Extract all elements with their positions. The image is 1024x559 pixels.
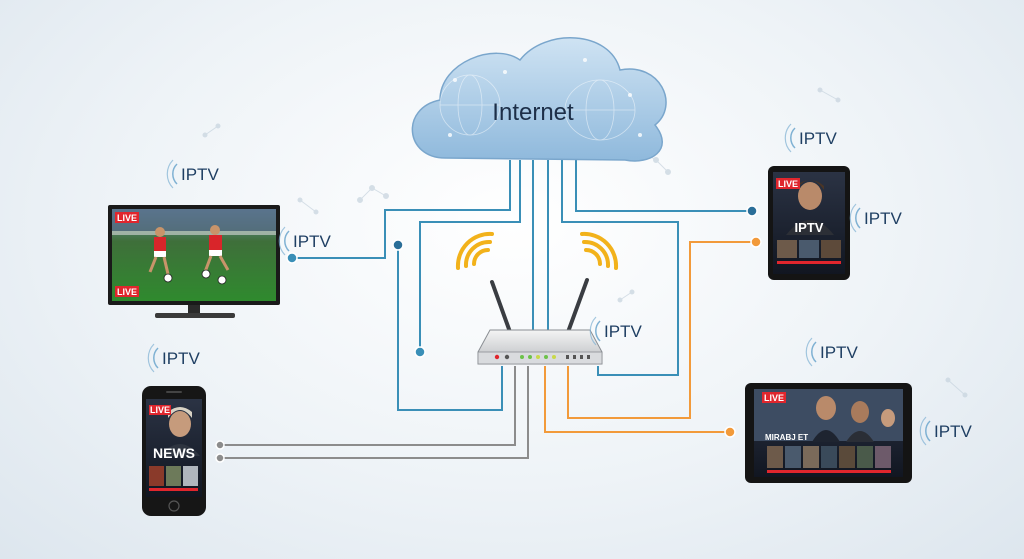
iptv-label-text: IPTV bbox=[181, 165, 219, 184]
live-badge: LIVE bbox=[776, 178, 800, 189]
internet-cloud: Internet bbox=[411, 37, 667, 162]
cloud-network-dots bbox=[448, 58, 642, 137]
router-antenna-left bbox=[490, 280, 512, 334]
live-badge: LIVE bbox=[115, 212, 139, 223]
live-badge-label: LIVE bbox=[117, 287, 137, 297]
live-badge: LIVE bbox=[149, 405, 171, 415]
iptv-label-phone: IPTV bbox=[147, 343, 200, 373]
cable-router-to-loop bbox=[397, 245, 503, 411]
news-anchor-portrait-image bbox=[160, 407, 200, 456]
cable-router-to-tablet-bottom bbox=[544, 366, 730, 433]
cloud-label: Internet bbox=[492, 99, 574, 126]
signal-wave-icon bbox=[925, 420, 931, 442]
iptv-label-text: IPTV bbox=[162, 349, 200, 368]
tablet-top-overlay-title: IPTV bbox=[795, 220, 824, 235]
iptv-label-tablet-bottom-upper: IPTV bbox=[805, 337, 858, 367]
live-badge: LIVE bbox=[115, 286, 139, 297]
iptv-label-text: IPTV bbox=[864, 209, 902, 228]
iptv-label-tv-right: IPTV bbox=[278, 226, 331, 256]
live-badge-label: LIVE bbox=[117, 213, 137, 223]
globe-icon bbox=[439, 74, 636, 141]
tv-stand-neck bbox=[188, 305, 200, 313]
cable-router-to-phone-2 bbox=[220, 366, 529, 459]
live-badge-label: LIVE bbox=[778, 179, 798, 189]
iptv-label-tablet-top-side: IPTV bbox=[849, 203, 902, 233]
iptv-label-text: IPTV bbox=[799, 129, 837, 148]
iptv-label-router: IPTV bbox=[589, 316, 642, 346]
signal-wave-icon bbox=[172, 163, 178, 185]
iptv-label-tablet-top-upper: IPTV bbox=[784, 123, 837, 153]
cable-cloud-loop-right bbox=[561, 160, 679, 376]
cable-cloud-to-tv bbox=[292, 160, 511, 259]
iptv-label-text: IPTV bbox=[934, 422, 972, 441]
wifi-signal-icon-left bbox=[455, 231, 494, 270]
tablet-top-thumbnails bbox=[777, 240, 841, 264]
phone-speaker bbox=[166, 391, 182, 393]
tablet-top-device: IPTV LIVE bbox=[768, 166, 850, 280]
iptv-label-text: IPTV bbox=[820, 343, 858, 362]
soccer-players-image bbox=[148, 225, 230, 285]
cloud-shape bbox=[411, 37, 667, 162]
router-antenna-right bbox=[566, 278, 589, 334]
phone-thumbnails bbox=[149, 466, 198, 491]
cable-endpoints bbox=[215, 205, 762, 463]
live-badge-label: LIVE bbox=[764, 393, 784, 403]
smartphone-device: NEWS LIVE bbox=[142, 386, 206, 516]
phone-overlay-title: NEWS bbox=[153, 445, 195, 461]
wifi-signal-icon-right bbox=[580, 231, 619, 270]
signal-wave-icon bbox=[855, 207, 861, 229]
iptv-label-text: IPTV bbox=[604, 322, 642, 341]
cable-cloud-to-tablet-top bbox=[575, 160, 752, 212]
wifi-router bbox=[455, 231, 619, 365]
tablet-bottom-overlay-title: MIRABJ ET bbox=[765, 433, 808, 442]
live-badge: LIVE bbox=[762, 392, 786, 403]
cable-router-to-phone-1 bbox=[220, 366, 516, 446]
cable-router-to-tablet-top bbox=[567, 241, 756, 419]
tablet-bottom-thumbnails bbox=[767, 446, 891, 473]
tv-stand-base bbox=[155, 313, 235, 318]
signal-wave-icon bbox=[595, 320, 601, 342]
smart-tv-device: LIVE LIVE bbox=[108, 205, 280, 318]
iptv-labels: IPTV IPTV IPTV IPTV IPTV IPTV bbox=[147, 123, 972, 446]
signal-wave-icon bbox=[284, 230, 290, 252]
cable-cloud-loop-left bbox=[419, 160, 521, 352]
connection-cables bbox=[220, 160, 756, 459]
tablet-bottom-device: MIRABJ ET LIVE bbox=[745, 383, 912, 483]
iptv-label-tablet-bottom-side: IPTV bbox=[919, 416, 972, 446]
live-badge-label: LIVE bbox=[150, 405, 170, 415]
iptv-label-tv-top: IPTV bbox=[166, 159, 219, 189]
signal-wave-icon bbox=[790, 127, 796, 149]
router-status-lights bbox=[494, 354, 590, 360]
presenter-portrait-image bbox=[786, 180, 834, 235]
iptv-label-text: IPTV bbox=[293, 232, 331, 251]
signal-wave-icon bbox=[811, 341, 817, 363]
signal-wave-icon bbox=[153, 347, 159, 369]
phone-home-button bbox=[168, 500, 180, 512]
